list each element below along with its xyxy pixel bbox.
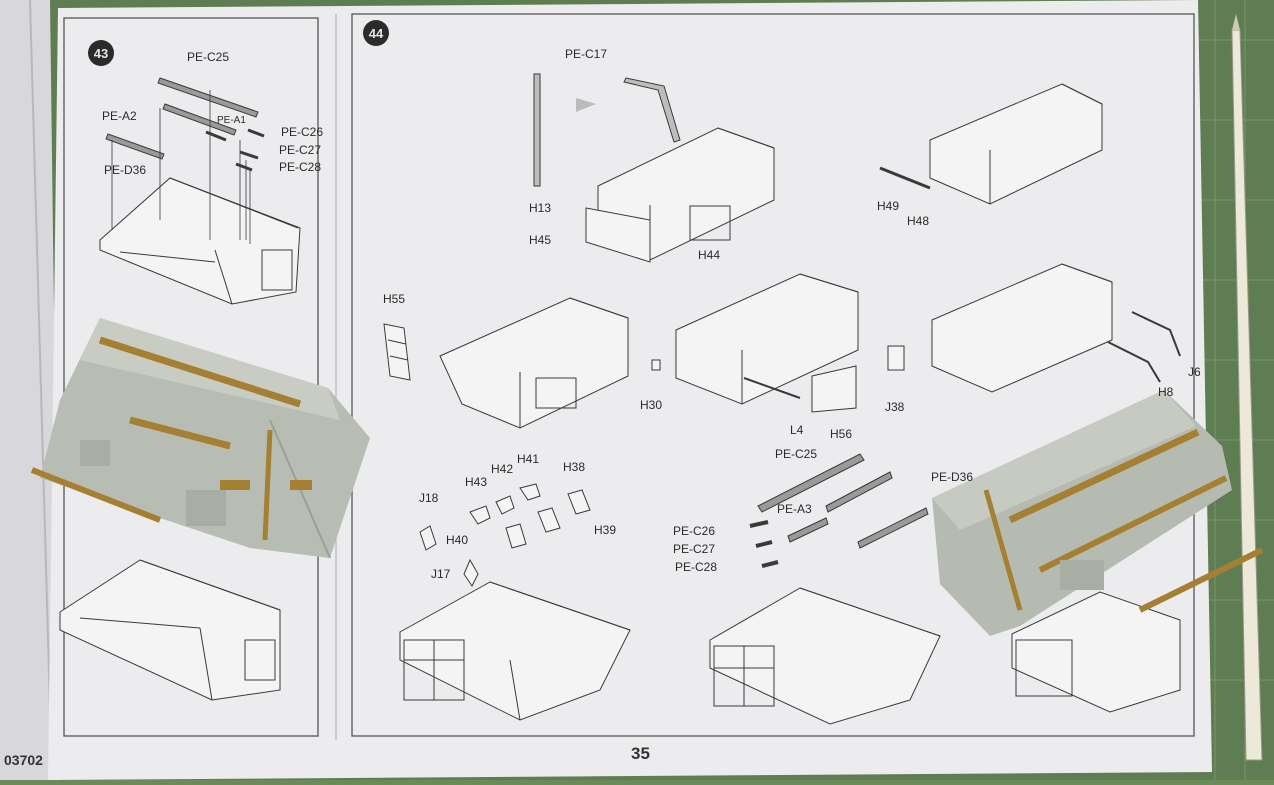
- callout-label: PE-C25: [187, 50, 230, 64]
- callout-label: PE-A1: [217, 115, 246, 126]
- step-44-frame: [351, 13, 1195, 737]
- callout-label: J38: [885, 400, 905, 414]
- callout-label: H42: [491, 462, 514, 476]
- callout-label: PE-C26: [281, 125, 324, 139]
- step-44-line-art: [383, 73, 1181, 725]
- callout-label: H41: [517, 452, 540, 466]
- callout-label: H49: [877, 199, 900, 213]
- callout-label: PE-D36: [931, 470, 974, 484]
- callout-label: H45: [529, 233, 552, 247]
- step-43-lower-line-art: [59, 559, 281, 701]
- callout-label: H13: [529, 201, 552, 215]
- callout-label: H8: [1158, 385, 1174, 399]
- page-number: 35: [631, 744, 650, 763]
- callout-label: PE-C25: [775, 447, 818, 461]
- callout-label: PE-C27: [279, 143, 322, 157]
- callout-label: PE-A2: [102, 109, 137, 123]
- callout-label: PE-A3: [777, 502, 812, 516]
- callout-label: H30: [640, 398, 663, 412]
- callout-label: PE-C28: [279, 160, 322, 174]
- callout-label: H40: [446, 533, 469, 547]
- callout-label: H48: [907, 214, 930, 228]
- callout-label: L4: [790, 423, 804, 437]
- instruction-paper: [48, 0, 1212, 780]
- callout-label: H43: [465, 475, 488, 489]
- step-43-model-photo: [30, 318, 370, 559]
- callout-label: PE-C28: [675, 560, 718, 574]
- callout-label: H55: [383, 292, 406, 306]
- callout-label: J6: [1188, 365, 1201, 379]
- callout-label: H44: [698, 248, 721, 262]
- step-44-number: 44: [363, 20, 389, 46]
- callout-label: PE-D36: [104, 163, 147, 177]
- callout-label: H56: [830, 427, 853, 441]
- left-page-edge: [0, 0, 60, 780]
- kit-number: 03702: [4, 752, 43, 768]
- callout-label: PE-C17: [565, 47, 608, 61]
- callout-label: PE-C27: [673, 542, 716, 556]
- callout-label: H39: [594, 523, 617, 537]
- callout-label: H38: [563, 460, 586, 474]
- callout-label: PE-C26: [673, 524, 716, 538]
- step-43-line-art: [99, 77, 301, 305]
- step-44-model-photo: [932, 390, 1264, 636]
- step-43-frame: [63, 17, 319, 737]
- step-43-number: 43: [88, 40, 114, 66]
- callout-label: J17: [431, 567, 451, 581]
- callout-label: J18: [419, 491, 439, 505]
